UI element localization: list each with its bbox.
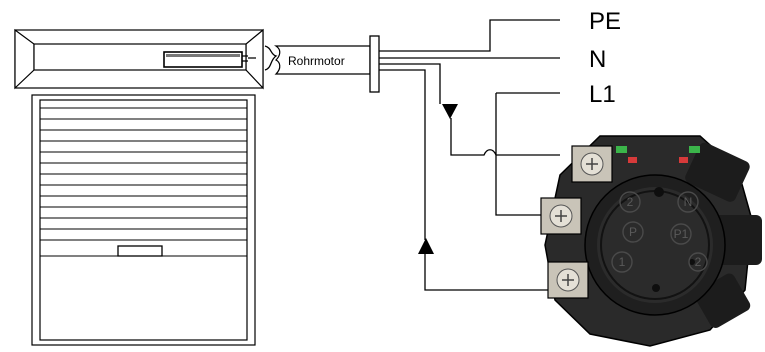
led-green-right (689, 146, 700, 153)
label-pe: PE (589, 8, 621, 35)
shutter-box (14, 28, 264, 90)
switch-insert: 2 P 1 N P1 2 (540, 135, 762, 347)
terminal-bottom (547, 261, 589, 299)
dial-symbol-1: 2 (627, 195, 634, 209)
dial-symbol-5: P1 (674, 227, 689, 241)
dial-symbols (611, 191, 708, 273)
dial-symbol-2: P (629, 225, 637, 239)
terminal-middle (540, 197, 582, 235)
label-n: N (589, 46, 606, 73)
shutter-handle (117, 245, 163, 257)
led-red-left (628, 157, 637, 163)
led-red-right (679, 157, 688, 163)
connector-clamp (369, 35, 380, 93)
roller-shutter (31, 94, 256, 346)
label-l1: L1 (589, 81, 616, 108)
motor-label-box: Rohrmotor (274, 45, 371, 75)
dial-symbol-6: 2 (695, 255, 702, 269)
dial-symbol-3: 1 (619, 255, 626, 269)
dial-symbol-4: N (684, 195, 693, 209)
terminal-top (571, 145, 613, 183)
motor-label: Rohrmotor (288, 54, 345, 68)
motor-wires (379, 19, 560, 291)
led-green-left (616, 146, 627, 153)
down-arrow-icon (442, 104, 458, 119)
up-arrow-icon (418, 238, 434, 254)
